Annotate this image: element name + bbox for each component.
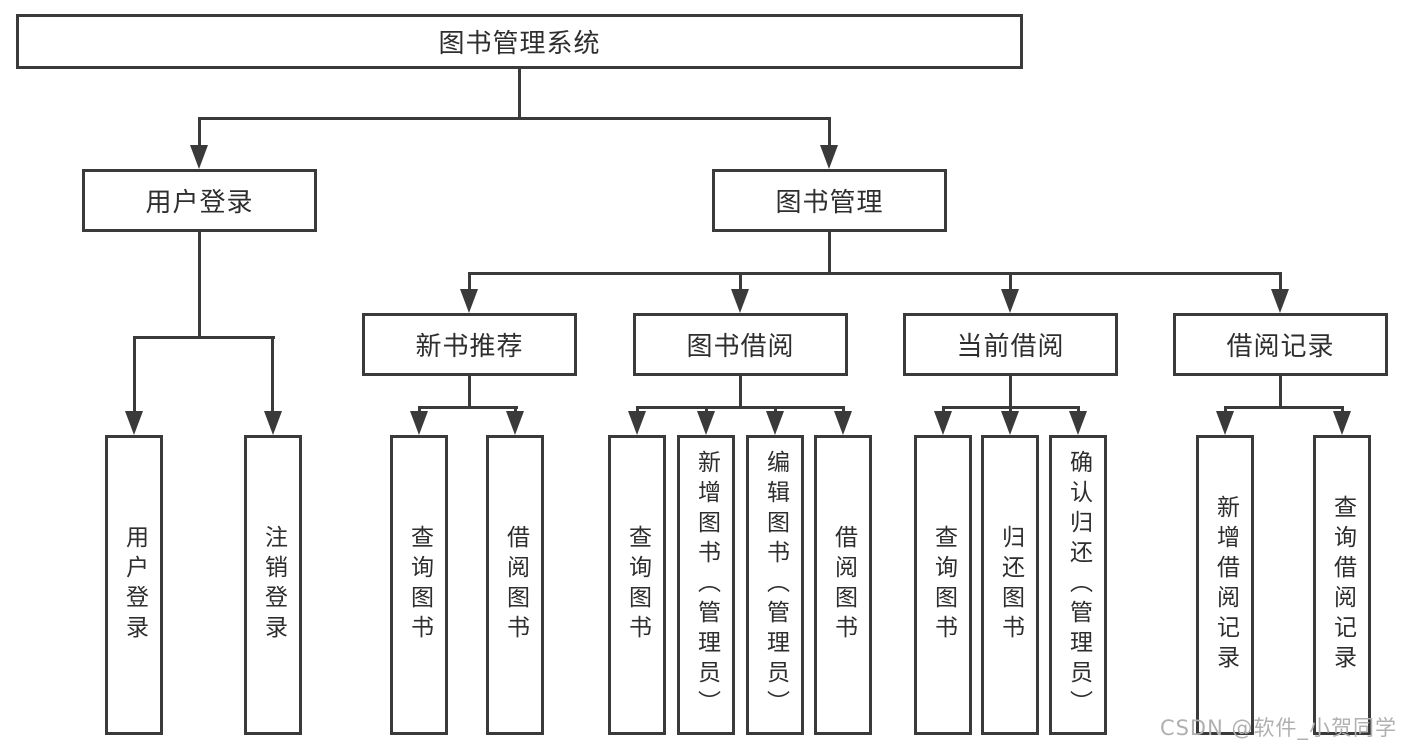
connector-root-drop-right (828, 117, 831, 147)
arrow-down-icon (1069, 411, 1087, 435)
leaf-add-borrow-record: 新增借阅记录 (1196, 435, 1254, 735)
leaf-label: 查询图书 (406, 525, 433, 645)
arrow-down-icon (264, 411, 282, 435)
node-library-system: 图书管理系统 (16, 14, 1023, 69)
arrow-down-icon (1001, 289, 1019, 313)
arrow-down-icon (731, 289, 749, 313)
connector-borrowing-stem (739, 376, 742, 408)
connector-mgmt-bar (468, 272, 1282, 275)
leaf-label: 新增借阅记录 (1212, 495, 1239, 675)
connector-current-drop-1 (942, 406, 945, 414)
leaf-query-books-borrowing: 查询图书 (608, 435, 666, 735)
connector-mgmt-drop-1 (468, 272, 471, 292)
connector-current-drop-3 (1077, 406, 1080, 414)
node-label: 图书管理系统 (438, 29, 601, 59)
arrow-down-icon (190, 145, 208, 169)
leaf-edit-book-admin: 编辑图书（管理员） (746, 435, 804, 735)
connector-recommend-stem (468, 376, 471, 408)
leaf-query-books-recommend: 查询图书 (390, 435, 448, 735)
arrow-down-icon (1216, 411, 1234, 435)
connector-login-drop-right (271, 336, 274, 414)
node-borrowing-records: 借阅记录 (1173, 313, 1388, 376)
arrow-down-icon (834, 411, 852, 435)
arrow-down-icon (820, 145, 838, 169)
arrow-down-icon (934, 411, 952, 435)
leaf-label: 查询图书 (624, 525, 651, 645)
node-label: 用户登录 (145, 188, 254, 218)
leaf-user-login: 用户登录 (105, 435, 163, 735)
connector-login-drop-left (133, 336, 136, 414)
leaf-label: 确认归还（管理员） (1065, 450, 1092, 720)
connector-root-stem (518, 69, 521, 120)
connector-borrowing-drop-3 (774, 406, 777, 414)
arrow-down-icon (410, 411, 428, 435)
leaf-add-book-admin: 新增图书（管理员） (677, 435, 735, 735)
leaf-label: 查询图书 (930, 525, 957, 645)
leaf-label: 查询借阅记录 (1329, 495, 1356, 675)
leaf-label: 借阅图书 (830, 525, 857, 645)
csdn-watermark: CSDN @软件_小贺同学 (1159, 716, 1397, 740)
leaf-label: 用户登录 (121, 525, 148, 645)
leaf-borrow-books-borrowing: 借阅图书 (814, 435, 872, 735)
node-label: 图书管理 (775, 188, 884, 218)
connector-mgmt-drop-2 (739, 272, 742, 292)
connector-current-drop-2 (1009, 406, 1012, 414)
arrow-down-icon (766, 411, 784, 435)
arrow-down-icon (697, 411, 715, 435)
connector-mgmt-drop-3 (1009, 272, 1012, 292)
leaf-logout: 注销登录 (244, 435, 302, 735)
connector-borrowing-drop-2 (705, 406, 708, 414)
leaf-label: 注销登录 (260, 525, 287, 645)
connector-recommend-drop-1 (418, 406, 421, 414)
leaf-label: 归还图书 (997, 525, 1024, 645)
leaf-query-books-current: 查询图书 (914, 435, 972, 735)
connector-records-drop-1 (1224, 406, 1227, 414)
node-label: 借阅记录 (1226, 332, 1335, 362)
node-book-borrowing: 图书借阅 (633, 313, 848, 376)
connector-records-stem (1279, 376, 1282, 408)
leaf-label: 借阅图书 (502, 525, 529, 645)
connector-login-stem (198, 232, 201, 339)
node-new-book-recommend: 新书推荐 (362, 313, 577, 376)
arrow-down-icon (628, 411, 646, 435)
connector-borrowing-drop-1 (636, 406, 639, 414)
connector-mgmt-stem (828, 232, 831, 275)
connector-root-drop-left (198, 117, 201, 147)
arrow-down-icon (1001, 411, 1019, 435)
node-label: 图书借阅 (686, 332, 795, 362)
leaf-label: 新增图书（管理员） (693, 450, 720, 720)
arrow-down-icon (460, 289, 478, 313)
node-label: 新书推荐 (415, 332, 524, 362)
arrow-down-icon (1333, 411, 1351, 435)
connector-borrowing-drop-4 (842, 406, 845, 414)
node-user-login: 用户登录 (82, 169, 317, 232)
arrow-down-icon (125, 411, 143, 435)
connector-current-stem (1009, 376, 1012, 408)
connector-recommend-drop-2 (514, 406, 517, 414)
connector-root-bar (198, 117, 831, 120)
connector-borrowing-bar (636, 406, 845, 409)
leaf-borrow-books-recommend: 借阅图书 (486, 435, 544, 735)
arrow-down-icon (1271, 289, 1289, 313)
node-current-borrowing: 当前借阅 (903, 313, 1118, 376)
leaf-query-borrow-record: 查询借阅记录 (1313, 435, 1371, 735)
connector-mgmt-drop-4 (1279, 272, 1282, 292)
node-book-management: 图书管理 (712, 169, 947, 232)
leaf-return-book: 归还图书 (981, 435, 1039, 735)
connector-records-drop-2 (1341, 406, 1344, 414)
connector-recommend-bar (418, 406, 518, 409)
arrow-down-icon (506, 411, 524, 435)
connector-records-bar (1224, 406, 1344, 409)
connector-login-bar (133, 336, 275, 339)
node-label: 当前借阅 (956, 332, 1065, 362)
leaf-label: 编辑图书（管理员） (762, 450, 789, 720)
leaf-confirm-return-admin: 确认归还（管理员） (1049, 435, 1107, 735)
